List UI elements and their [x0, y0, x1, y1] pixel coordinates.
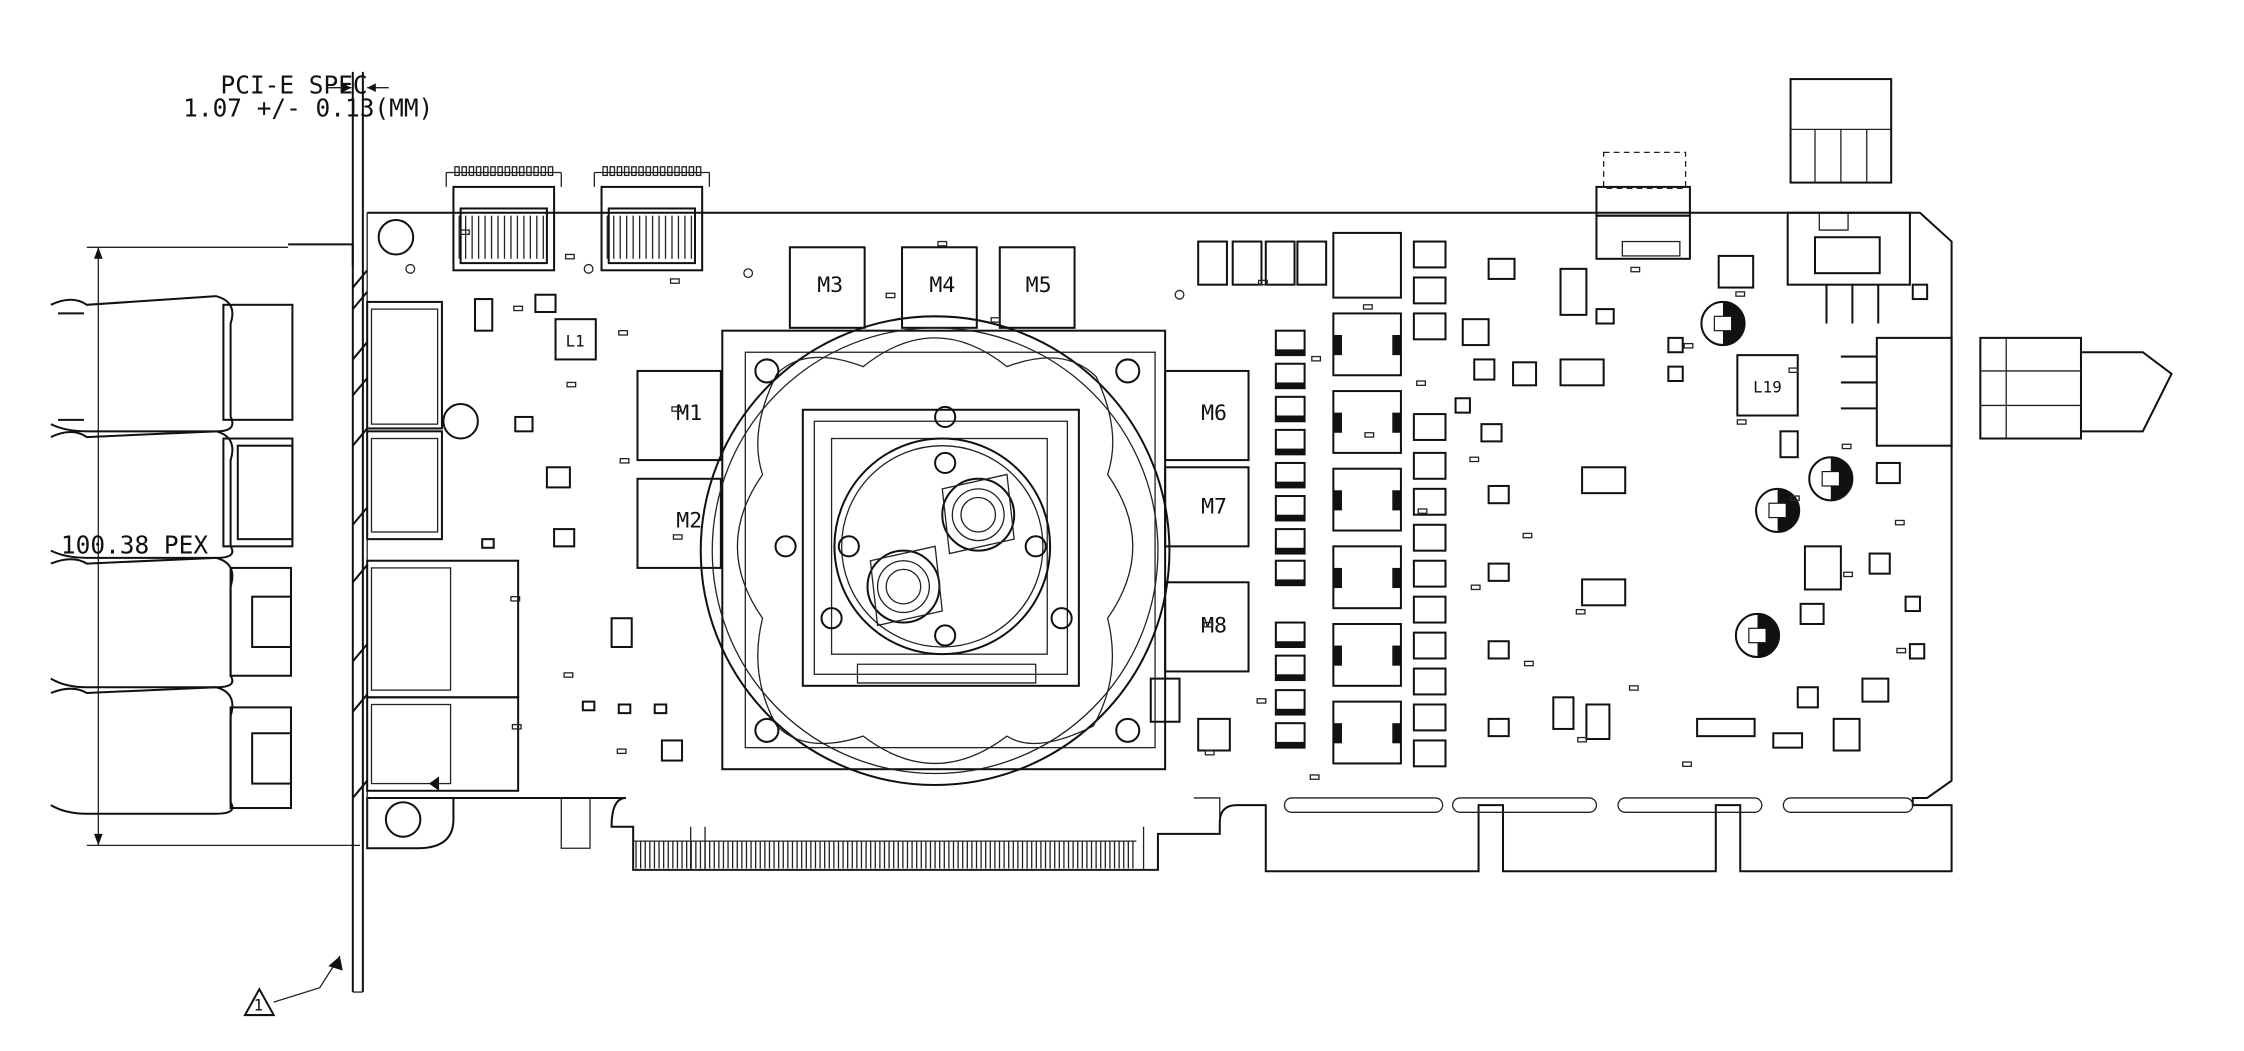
capacitors	[1700, 300, 1854, 659]
display-ports	[366, 300, 520, 792]
label-m1: M1	[676, 401, 702, 426]
top-connectors	[445, 166, 711, 272]
label-m2: M2	[676, 509, 702, 534]
pcb-outline	[366, 211, 1953, 873]
power-connectors	[1595, 78, 2173, 447]
label-m5: M5	[1026, 273, 1052, 298]
inductor-l19	[1736, 354, 1799, 417]
label-m6: M6	[1201, 401, 1227, 426]
io-bracket	[288, 71, 368, 993]
inductors: L1 L19	[554, 318, 1799, 417]
inductor-l1	[554, 318, 597, 361]
callout-marker: 1	[243, 955, 343, 1017]
label-m4: M4	[929, 273, 955, 298]
display-cables	[50, 295, 294, 815]
label-m7: M7	[1201, 494, 1227, 519]
pci-e-spec-annotation: PCI-E SPEC 1.07 +/- 0.13(MM)	[183, 70, 433, 122]
memory-m5	[998, 246, 1076, 329]
pci-e-spec-tolerance: 1.07 +/- 0.13(MM)	[183, 93, 433, 122]
pcie-edge-fingers	[633, 840, 1137, 869]
height-dimension: 100.38 PEX	[61, 246, 360, 847]
memory-m3	[788, 246, 866, 329]
dimension-label: 100.38 PEX	[61, 531, 208, 560]
label-m8: M8	[1201, 614, 1227, 639]
label-l19: L19	[1753, 378, 1782, 397]
memory-chips: M1 M2 M3 M4 M5 M6 M7 M8	[636, 246, 1250, 673]
label-l1: L1	[566, 331, 585, 350]
smd-components	[459, 229, 1929, 780]
label-m3: M3	[817, 273, 843, 298]
memory-m2	[636, 477, 722, 569]
gpu-waterblock	[699, 315, 1171, 787]
vrm-section	[1197, 231, 1447, 768]
callout-number: 1	[254, 996, 264, 1015]
mounting-holes	[377, 218, 1185, 838]
memory-m1	[636, 369, 722, 462]
